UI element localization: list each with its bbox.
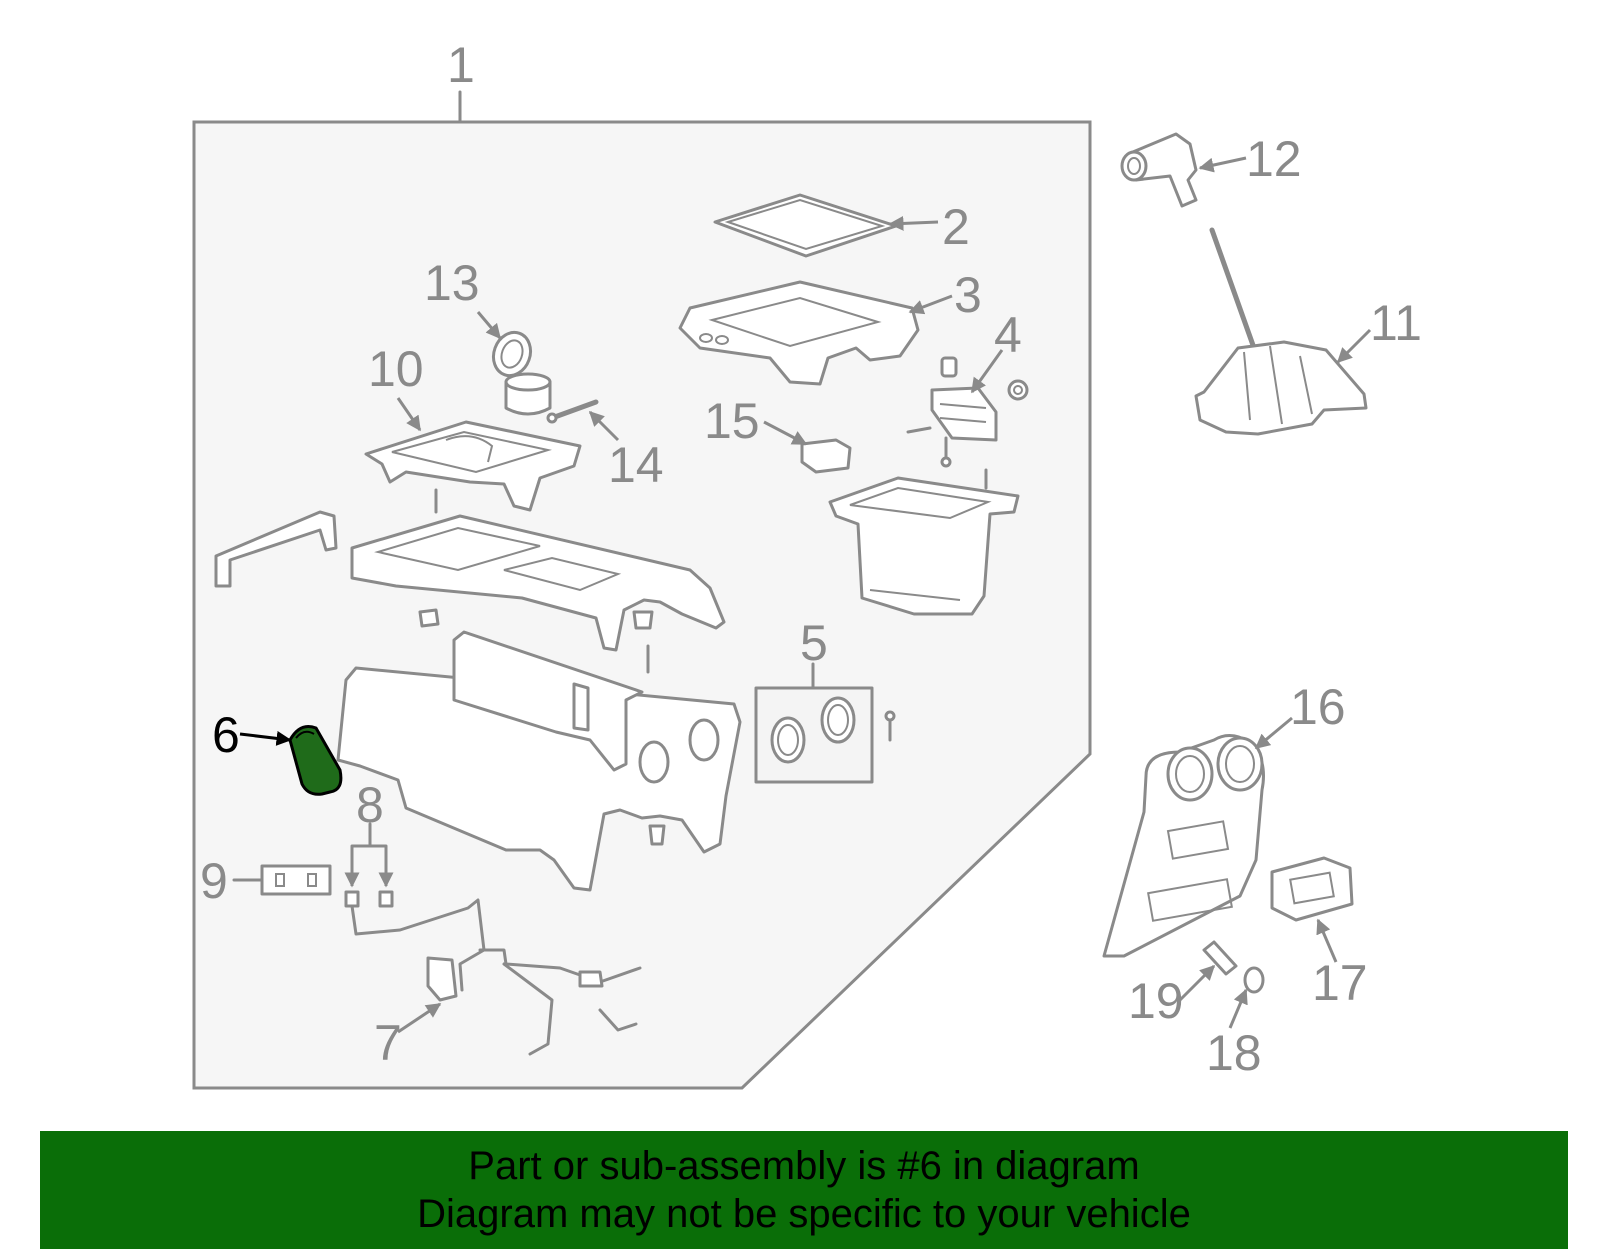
part-18-socket[interactable] — [1228, 966, 1265, 1029]
part-4-latch[interactable] — [906, 349, 1029, 468]
part-16-trim-plate[interactable] — [1102, 716, 1293, 958]
callout-15: 15 — [704, 393, 760, 449]
banner-line-2: Diagram may not be specific to your vehi… — [417, 1192, 1191, 1236]
callout-18: 18 — [1206, 1025, 1262, 1081]
assembly-frame — [192, 90, 1092, 1090]
part-13-cupholder[interactable] — [476, 311, 552, 416]
console-upper-trim — [350, 514, 726, 674]
callout-6: 6 — [212, 707, 240, 763]
callout-10: 10 — [368, 341, 424, 397]
callout-13: 13 — [424, 255, 480, 311]
callout-17: 17 — [1312, 955, 1368, 1011]
callout-19: 19 — [1128, 973, 1184, 1029]
part-9-switch-plate[interactable] — [232, 864, 332, 896]
part-3-lid[interactable] — [678, 280, 953, 386]
callout-14: 14 — [608, 437, 664, 493]
callout-8: 8 — [356, 777, 384, 833]
part-2-armrest-pad[interactable] — [713, 193, 939, 258]
storage-bin — [828, 476, 1020, 616]
callout-11: 11 — [1370, 295, 1422, 351]
banner-line-1: Part or sub-assembly is #6 in diagram — [468, 1144, 1140, 1188]
part-10-shifter-bezel[interactable] — [364, 397, 582, 514]
callout-4: 4 — [994, 307, 1022, 363]
part-15-switch[interactable] — [763, 420, 988, 490]
part-14-pin[interactable] — [546, 399, 620, 442]
info-banner: Part or sub-assembly is #6 in diagram Di… — [40, 1131, 1568, 1249]
callout-7: 7 — [374, 1015, 402, 1071]
part-17-control-module[interactable] — [1270, 856, 1354, 963]
part-5-bezel[interactable] — [754, 662, 896, 784]
callout-9: 9 — [200, 853, 228, 909]
callout-3: 3 — [954, 267, 982, 323]
part-8-bulbs[interactable] — [344, 822, 394, 888]
callout-2: 2 — [942, 199, 970, 255]
callout-12: 12 — [1246, 131, 1302, 187]
part-6-highlighted[interactable] — [239, 725, 343, 796]
console-lower-body — [336, 630, 742, 892]
part-11-shifter[interactable] — [1194, 227, 1372, 436]
console-side-rail — [214, 510, 338, 588]
part-12-shift-knob[interactable] — [1120, 132, 1247, 208]
callout-16: 16 — [1290, 679, 1346, 735]
callout-5: 5 — [800, 615, 828, 671]
callout-1: 1 — [447, 37, 475, 93]
part-19-bulb[interactable] — [1178, 940, 1238, 1002]
part-7-wiring-harness[interactable] — [344, 890, 642, 1056]
